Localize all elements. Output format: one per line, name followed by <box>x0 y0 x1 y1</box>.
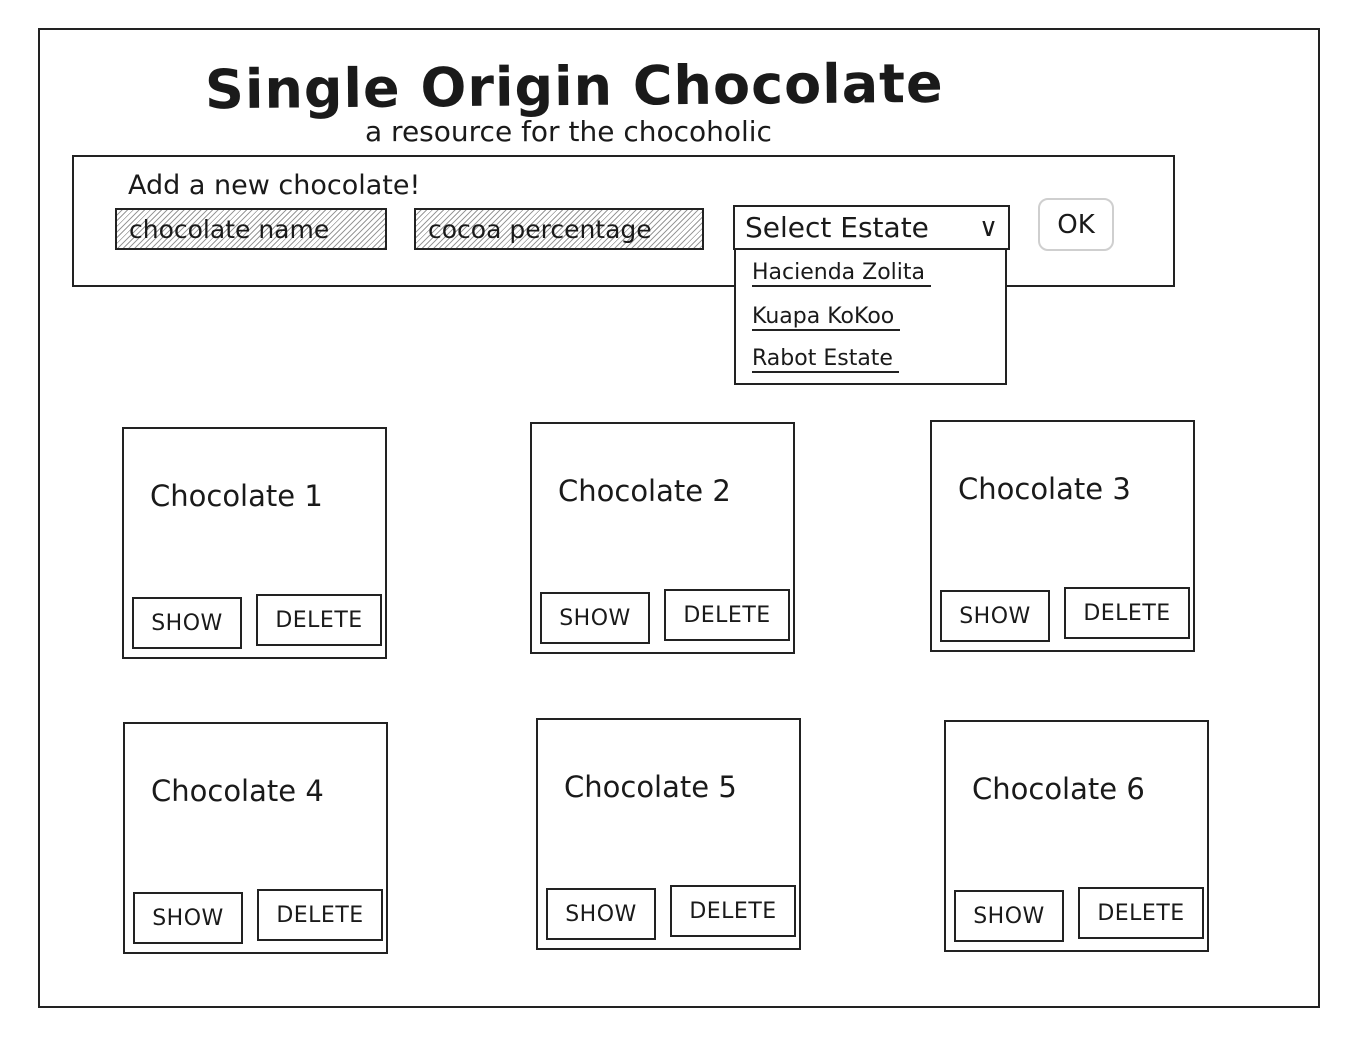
chocolate-card-title: Chocolate 2 <box>558 474 731 508</box>
chocolate-card: Chocolate 1 SHOW DELETE <box>122 427 387 659</box>
chocolate-card-title: Chocolate 5 <box>564 770 737 804</box>
ok-button[interactable]: OK <box>1038 198 1114 251</box>
show-button[interactable]: SHOW <box>546 888 656 940</box>
delete-button[interactable]: DELETE <box>1064 587 1190 639</box>
page-title: Single Origin Chocolate <box>204 51 944 122</box>
add-chocolate-panel <box>72 155 1175 287</box>
show-button[interactable]: SHOW <box>132 597 242 649</box>
page-frame <box>38 28 1320 1008</box>
chevron-down-icon: ∨ <box>978 212 998 243</box>
add-chocolate-heading: Add a new chocolate! <box>128 170 421 201</box>
page-subtitle: a resource for the chocoholic <box>365 115 772 148</box>
chocolate-card: Chocolate 6 SHOW DELETE <box>944 720 1209 952</box>
chocolate-card: Chocolate 3 SHOW DELETE <box>930 420 1195 652</box>
show-button[interactable]: SHOW <box>954 890 1064 942</box>
show-button[interactable]: SHOW <box>133 892 243 944</box>
chocolate-card: Chocolate 5 SHOW DELETE <box>536 718 801 950</box>
estate-select[interactable]: Select Estate ∨ <box>733 205 1010 250</box>
delete-button[interactable]: DELETE <box>664 589 790 641</box>
chocolate-card-title: Chocolate 4 <box>151 774 324 808</box>
chocolate-card-title: Chocolate 6 <box>972 772 1145 806</box>
show-button[interactable]: SHOW <box>940 590 1050 642</box>
chocolate-card: Chocolate 2 SHOW DELETE <box>530 422 795 654</box>
estate-option-kuapa-kokoo[interactable]: Kuapa KoKoo <box>752 304 901 331</box>
chocolate-card: Chocolate 4 SHOW DELETE <box>123 722 388 954</box>
delete-button[interactable]: DELETE <box>256 594 382 646</box>
estate-select-label: Select Estate <box>745 211 929 244</box>
cocoa-percentage-input[interactable] <box>414 208 704 250</box>
estate-option-rabot-estate[interactable]: Rabot Estate <box>752 346 899 373</box>
estate-option-hacienda-zolita[interactable]: Hacienda Zolita <box>752 260 932 287</box>
show-button[interactable]: SHOW <box>540 592 650 644</box>
estate-dropdown-menu: Hacienda Zolita Kuapa KoKoo Rabot Estate <box>734 250 1007 385</box>
chocolate-name-input[interactable] <box>115 208 387 250</box>
chocolate-card-title: Chocolate 3 <box>958 472 1131 506</box>
delete-button[interactable]: DELETE <box>1078 887 1204 939</box>
chocolate-card-title: Chocolate 1 <box>150 479 323 513</box>
delete-button[interactable]: DELETE <box>257 889 383 941</box>
delete-button[interactable]: DELETE <box>670 885 796 937</box>
